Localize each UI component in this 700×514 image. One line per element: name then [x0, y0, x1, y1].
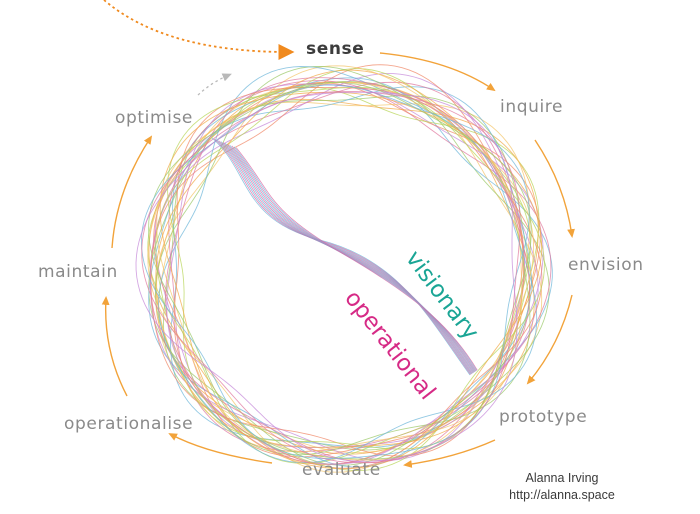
ring-strand — [135, 91, 518, 462]
cycle-strands — [135, 64, 553, 473]
inner-strand — [222, 142, 474, 374]
arrow-maintain-to-optimise — [111, 135, 153, 249]
arrow-inquire-to-envision — [534, 139, 575, 238]
ring-strand — [159, 91, 543, 470]
ring-strand — [167, 86, 545, 471]
ring-strand — [141, 90, 521, 464]
ring-strand — [163, 81, 550, 451]
stage-sense: sense — [306, 39, 365, 59]
ring-strand — [166, 83, 539, 465]
entry-arrow — [103, 0, 295, 61]
credit-url: http://alanna.space — [509, 488, 615, 502]
ring-strand — [150, 64, 524, 457]
credit-name: Alanna Irving — [525, 471, 599, 485]
arrow-operationalise-to-maintain — [101, 296, 128, 397]
inner-strand — [235, 147, 478, 371]
stage-operationalise: operationalise — [64, 414, 194, 434]
stage-evaluate: evaluate — [302, 460, 381, 480]
operational-label: operational — [339, 286, 440, 405]
stage-optimise: optimise — [115, 108, 193, 128]
arrow-envision-to-prototype — [526, 294, 573, 385]
arrow-prototype-to-evaluate — [403, 439, 496, 468]
ring-strand — [147, 101, 531, 473]
optimise-return-arrow — [197, 73, 232, 96]
arrow-sense-to-inquire — [379, 52, 496, 92]
arrow-evaluate-to-operationalise — [168, 433, 273, 464]
inner-strand — [220, 141, 473, 374]
ring-strand — [153, 82, 541, 458]
stage-inquire: inquire — [500, 97, 564, 117]
ring-strand — [165, 77, 531, 465]
stage-maintain: maintain — [38, 262, 118, 282]
credit-block: Alanna Irving http://alanna.space — [500, 470, 624, 504]
ring-strand — [173, 86, 543, 469]
stage-prototype: prototype — [499, 407, 588, 427]
ring-strand — [140, 84, 530, 460]
stage-envision: envision — [568, 255, 644, 275]
